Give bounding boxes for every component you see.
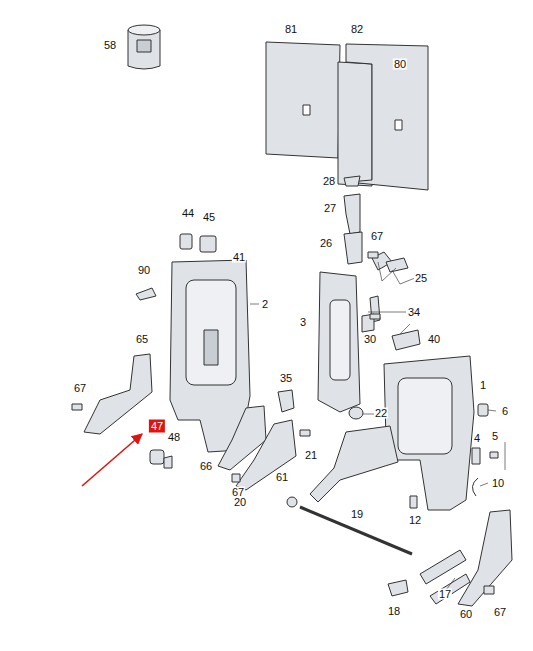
callout-number: 44 (181, 208, 195, 219)
callout-number: 82 (350, 24, 364, 35)
callout-number: 67 (73, 383, 87, 394)
callout-number: 5 (491, 431, 499, 442)
callout-number: 1 (479, 380, 487, 391)
callout-number: 45 (202, 212, 216, 223)
highlighted-callout-number: 47 (149, 420, 165, 433)
callout-number: 3 (299, 317, 307, 328)
callout-number: 48 (167, 432, 181, 443)
callout-number: 27 (323, 203, 337, 214)
callout-number: 21 (304, 450, 318, 461)
callout-number: 65 (135, 334, 149, 345)
callout-number: 66 (199, 461, 213, 472)
callout-number: 30 (363, 334, 377, 345)
callout-number: 35 (279, 373, 293, 384)
callout-number: 22 (374, 408, 388, 419)
callout-number: 6 (501, 406, 509, 417)
callout-number: 61 (275, 472, 289, 483)
callout-number: 28 (322, 176, 336, 187)
callout-number: 20 (233, 497, 247, 508)
callout-number: 26 (319, 238, 333, 249)
callout-number: 17 (438, 589, 452, 600)
callout-number: 18 (387, 606, 401, 617)
callout-number: 41 (232, 252, 246, 263)
callout-number: 2 (261, 299, 269, 310)
callout-number: 4 (473, 433, 481, 444)
callout-number: 67 (493, 607, 507, 618)
callout-number: 80 (393, 59, 407, 70)
callout-number: 25 (414, 273, 428, 284)
callout-number: 90 (137, 265, 151, 276)
callout-number: 81 (284, 24, 298, 35)
callout-number: 19 (350, 509, 364, 520)
callout-number: 34 (407, 307, 421, 318)
callout-number: 58 (103, 40, 117, 51)
callout-number: 40 (427, 334, 441, 345)
callout-number: 10 (491, 478, 505, 489)
callout-number: 60 (459, 609, 473, 620)
callout-number: 67 (370, 231, 384, 242)
callout-number: 12 (408, 515, 422, 526)
